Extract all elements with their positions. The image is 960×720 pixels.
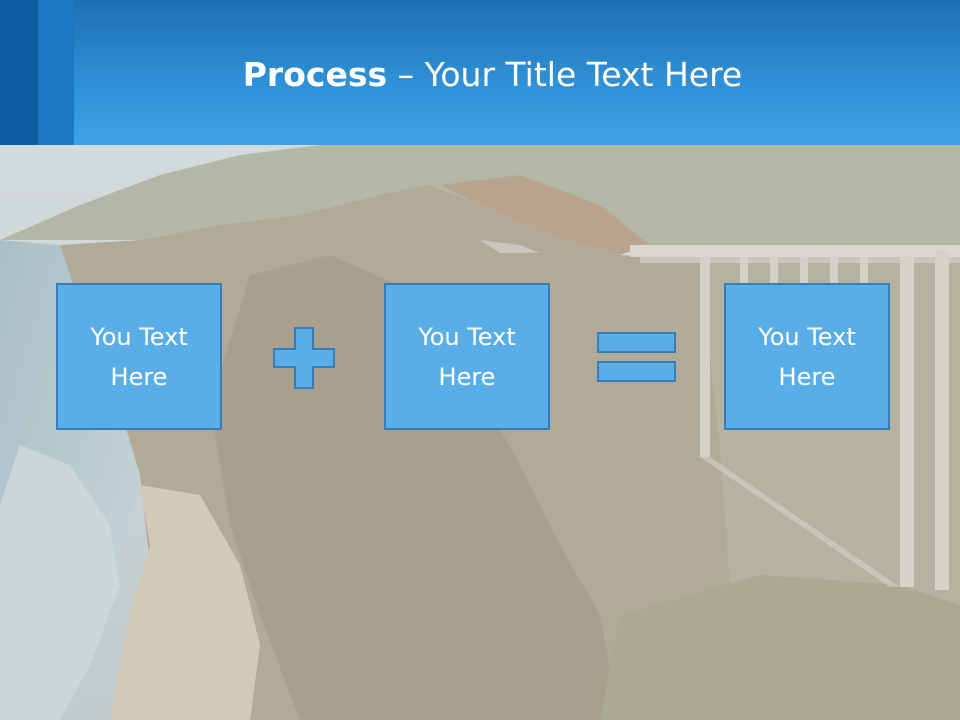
- title-bar: Process – Your Title Text Here: [0, 0, 960, 145]
- process-box-2[interactable]: You Text Here: [384, 283, 550, 430]
- process-box-3[interactable]: You Text Here: [724, 283, 890, 430]
- process-box-1[interactable]: You Text Here: [56, 283, 222, 430]
- coastline-bridge-image: [0, 145, 960, 720]
- title-rest-text: – Your Title Text Here: [387, 55, 743, 94]
- process-box-1-text: You Text Here: [90, 322, 188, 391]
- process-box-2-text: You Text Here: [418, 322, 516, 391]
- plus-icon[interactable]: [273, 327, 335, 389]
- slide-title[interactable]: Process – Your Title Text Here: [0, 52, 960, 98]
- accent-stripe-dark: [0, 0, 38, 145]
- accent-stripe-light: [38, 0, 74, 145]
- equals-icon[interactable]: [596, 331, 678, 385]
- title-bold-text: Process: [242, 55, 388, 94]
- background-photo: [0, 145, 960, 720]
- process-box-3-text: You Text Here: [758, 322, 856, 391]
